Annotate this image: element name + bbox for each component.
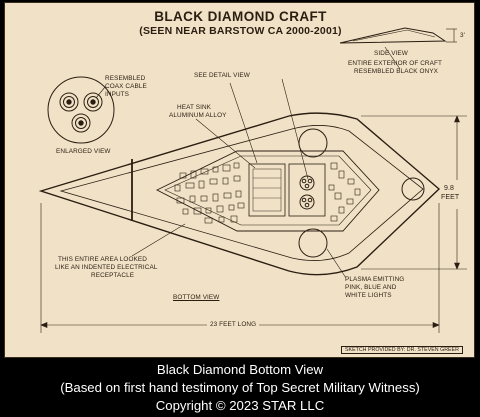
coax-note-line1: RESEMBLED <box>105 75 146 82</box>
plasma-note-line2: PINK, BLUE AND <box>345 284 397 291</box>
caption-line3: Copyright © 2023 STAR LLC <box>155 398 325 413</box>
see-detail-label: SEE DETAIL VIEW <box>194 72 250 79</box>
coax-note-line2: COAX CABLE <box>105 83 147 90</box>
leader-lines <box>95 46 401 279</box>
side-view-drawing <box>339 27 457 44</box>
length-label: 23 FEET LONG <box>207 321 260 329</box>
craft-drawing <box>38 27 467 333</box>
width-unit: FEET <box>441 194 460 201</box>
diagram-subtitle: (SEEN NEAR BARSTOW CA 2000-2001) <box>139 25 342 37</box>
electrical-note-line2: LIKE AN INDENTED ELECTRICAL <box>55 264 158 271</box>
caption-line1: Black Diamond Bottom View <box>156 362 324 377</box>
caption-line2: (Based on first hand testimony of Top Se… <box>60 380 420 395</box>
blueprint-sheet: BLACK DIAMOND CRAFT (SEEN NEAR BARSTOW C… <box>4 2 475 358</box>
bottom-view-label: BOTTOM VIEW <box>173 294 220 301</box>
side-view-label: SIDE VIEW <box>374 50 408 57</box>
exterior-note-line1: ENTIRE EXTERIOR OF CRAFT <box>348 60 443 67</box>
heat-sink-line2: ALUMINUM ALLOY <box>169 112 227 119</box>
coax-note-line3: INPUTS <box>105 91 130 98</box>
width-value: 9.8 <box>444 185 455 192</box>
plasma-note-line1: PLASMA EMITTING <box>345 276 405 283</box>
electrical-note-line1: THIS ENTIRE AREA LOOKED <box>58 256 147 263</box>
diagram-title: BLACK DIAMOND CRAFT <box>154 9 327 24</box>
exterior-note-line2: RESEMBLED BLACK ONYX <box>354 68 439 75</box>
side-height-label: 3' <box>460 32 465 39</box>
electrical-note-line3: RECEPTACLE <box>91 272 135 279</box>
bottom-view-hull <box>38 112 441 276</box>
sketch-credit: SKETCH PROVIDED BY: DR. STEVEN GREER <box>341 346 463 354</box>
enlarged-view-label: ENLARGED VIEW <box>56 148 111 155</box>
heat-sink-line1: HEAT SINK <box>177 104 212 111</box>
coax-enlarged-view <box>47 76 115 144</box>
plasma-note-line3: WHITE LIGHTS <box>345 292 392 299</box>
